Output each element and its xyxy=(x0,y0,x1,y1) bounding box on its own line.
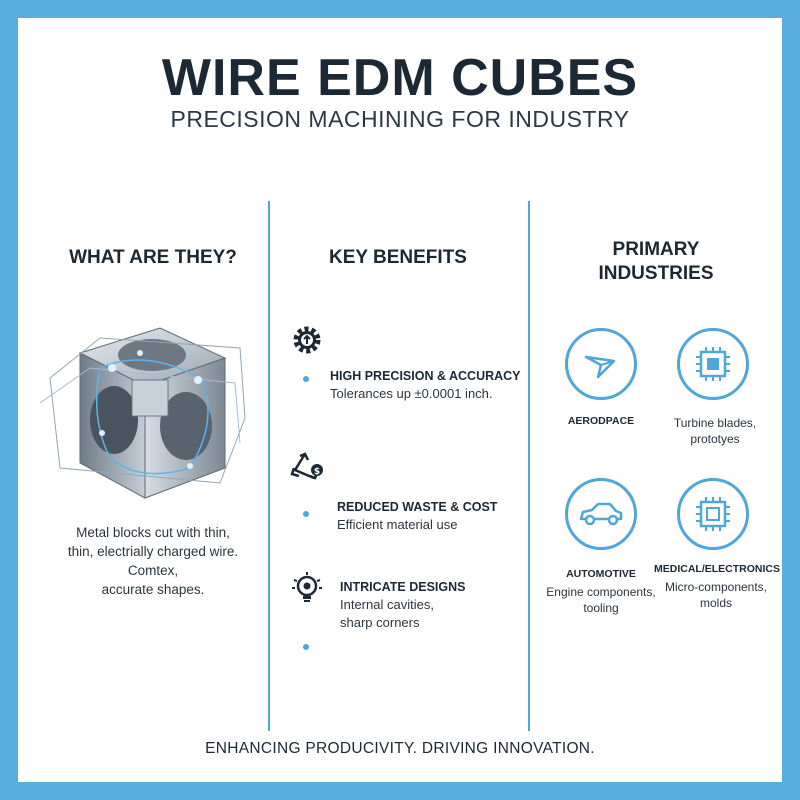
benefit-text-waste: Efficient material use xyxy=(337,517,458,532)
what-heading: WHAT ARE THEY? xyxy=(69,247,237,268)
industry-text-medical: Micro-components, molds xyxy=(664,580,768,610)
edm-cube-illustration xyxy=(40,327,246,499)
plane-icon xyxy=(584,355,616,379)
svg-text:$: $ xyxy=(314,467,320,477)
medical-icon-circle xyxy=(677,478,749,550)
bullet-dot xyxy=(303,644,309,650)
aerospace-icon-circle xyxy=(565,328,637,400)
footer-tagline: ENHANCING PRODUCIVITY. DRIVING INNOVATIO… xyxy=(205,740,595,757)
bullet-dot xyxy=(303,511,309,517)
turbine-icon-circle xyxy=(677,328,749,400)
industries-heading: PRIMARY INDUSTRIES xyxy=(598,239,714,284)
benefit-title-waste: REDUCED WASTE & COST xyxy=(337,500,498,514)
industry-text-turbine: Turbine blades, prototyes xyxy=(673,416,757,446)
column-divider-left xyxy=(268,201,270,731)
page-title: WIRE EDM CUBES xyxy=(161,49,639,107)
industry-name-automotive: AUTOMOTIVE xyxy=(566,568,636,580)
benefit-text-designs: Internal cavities, sharp corners xyxy=(340,597,434,630)
industry-name-medical: MEDICAL/ELECTRONICS xyxy=(654,563,780,575)
chip-icon xyxy=(696,347,730,381)
automotive-icon-circle xyxy=(565,478,637,550)
chip-icon xyxy=(696,497,730,531)
column-divider-right xyxy=(528,201,530,731)
benefit-title-designs: INTRICATE DESIGNS xyxy=(340,580,466,594)
lightbulb-gear-icon xyxy=(292,572,322,602)
infographic-card: WIRE EDM CUBES PRECISION MACHINING FOR I… xyxy=(18,18,782,782)
benefit-text-precision: Tolerances up ±0.0001 inch. xyxy=(330,386,493,401)
industry-name-aerospace: AERODPACE xyxy=(567,415,635,427)
gear-arrow-icon xyxy=(293,326,321,354)
benefit-title-precision: HIGH PRECISION & ACCURACY xyxy=(330,369,521,383)
what-description: Metal blocks cut with thin, thin, electr… xyxy=(67,525,239,597)
recycle-dollar-icon: $ xyxy=(290,452,323,480)
car-icon xyxy=(579,502,623,526)
industry-text-automotive: Engine components, tooling xyxy=(546,585,656,615)
bullet-dot xyxy=(303,376,309,382)
benefits-heading: KEY BENEFITS xyxy=(329,247,467,268)
page-subtitle: PRECISION MACHINING FOR INDUSTRY xyxy=(170,106,630,132)
